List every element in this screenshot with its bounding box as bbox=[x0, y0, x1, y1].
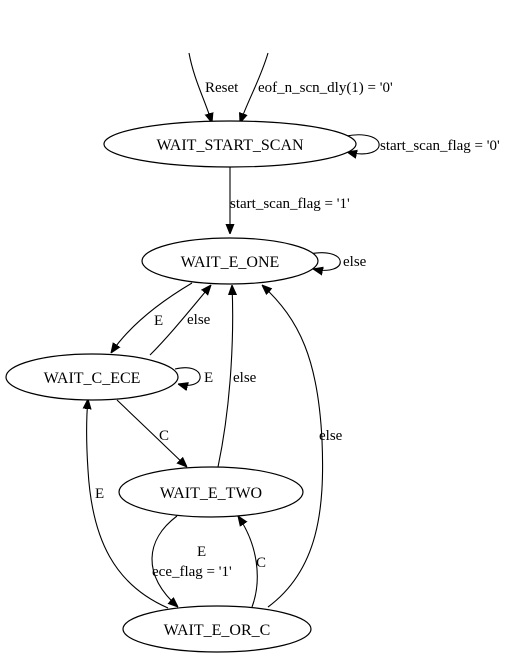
edge-label-eof-cond: eof_n_scn_dly(1) = '0' bbox=[258, 80, 393, 96]
edge-label-two-to-orc-flag: ece_flag = '1' bbox=[152, 564, 232, 580]
edge-orc-to-cece bbox=[87, 399, 169, 609]
edge-two-to-orc bbox=[151, 515, 178, 607]
edge-label-one-to-cece: E bbox=[154, 313, 163, 329]
state-label-wait-start-scan: WAIT_START_SCAN bbox=[156, 137, 304, 154]
state-label-wait-e-one: WAIT_E_ONE bbox=[181, 254, 280, 271]
edge-label-cece-to-one: else bbox=[187, 312, 211, 328]
edge-label-reset: Reset bbox=[205, 80, 239, 96]
state-wait-e-or-c: WAIT_E_OR_C bbox=[122, 605, 312, 653]
edge-cece-to-two bbox=[116, 399, 187, 467]
edge-one-self bbox=[308, 252, 341, 271]
edge-label-two-to-orc-e: E bbox=[197, 544, 206, 560]
edge-label-orc-to-one: else bbox=[319, 428, 343, 444]
edge-cece-to-one bbox=[149, 285, 211, 356]
state-wait-e-one: WAIT_E_ONE bbox=[141, 237, 319, 285]
edge-label-two-to-one: else bbox=[233, 370, 257, 386]
state-label-wait-e-two: WAIT_E_TWO bbox=[160, 485, 262, 502]
edge-two-to-one bbox=[217, 285, 233, 468]
edge-label-orc-to-cece: E bbox=[95, 486, 104, 502]
state-label-wait-e-or-c: WAIT_E_OR_C bbox=[164, 622, 271, 639]
state-label-wait-c-ece: WAIT_C_ECE bbox=[44, 370, 141, 387]
edge-label-cece-self: E bbox=[204, 370, 213, 386]
edge-label-orc-to-two: C bbox=[256, 555, 266, 571]
edge-eof-cond bbox=[240, 52, 269, 123]
edge-label-start-to-one: start_scan_flag = '1' bbox=[230, 196, 350, 212]
edge-start-self bbox=[346, 134, 380, 154]
state-wait-start-scan: WAIT_START_SCAN bbox=[103, 120, 357, 168]
state-wait-e-two: WAIT_E_TWO bbox=[118, 466, 304, 518]
edge-label-one-self: else bbox=[343, 254, 367, 270]
edge-orc-to-two bbox=[238, 516, 258, 608]
edge-label-start-self: start_scan_flag = '0' bbox=[380, 138, 500, 154]
edge-label-cece-to-two: C bbox=[159, 428, 169, 444]
edge-reset bbox=[188, 52, 212, 123]
edge-cece-self bbox=[174, 367, 201, 386]
edge-one-to-cece bbox=[111, 282, 193, 353]
edge-orc-to-one bbox=[262, 285, 324, 608]
state-wait-c-ece: WAIT_C_ECE bbox=[5, 353, 179, 401]
